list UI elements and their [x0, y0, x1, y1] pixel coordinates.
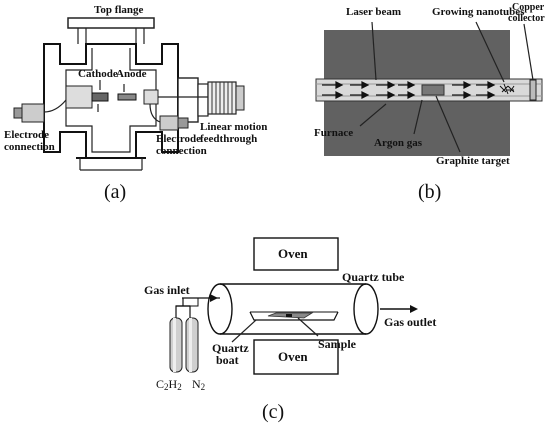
- label-graphite-target: Graphite target: [436, 155, 510, 167]
- caption-a: (a): [104, 181, 126, 203]
- graphite-target: [421, 84, 445, 96]
- panel-a-arc-discharge: Top flange Cathode Anode Linear motion f…: [4, 4, 267, 203]
- label-quartz-boat-2: boat: [216, 353, 239, 367]
- label-oven-bottom: Oven: [278, 349, 308, 364]
- label-linear-motion: Linear motion: [200, 121, 267, 133]
- label-oven-top: Oven: [278, 246, 308, 261]
- label-quartz-boat: Quartz: [212, 341, 249, 355]
- label-argon-gas: Argon gas: [374, 137, 423, 149]
- label-electrode-right: Electrode: [156, 133, 201, 145]
- top-flange: [67, 17, 155, 29]
- label-sample: Sample: [318, 337, 357, 351]
- panel-b-laser-ablation: Laser beam Growing nanotubes Copper coll…: [314, 2, 545, 203]
- label-electrode-left-2: connection: [4, 141, 55, 153]
- label-cathode: Cathode: [78, 68, 118, 80]
- quartz-boat: [249, 311, 339, 321]
- panel-c-cvd: Oven Oven Quartz t: [144, 237, 436, 423]
- label-laser-beam: Laser beam: [346, 6, 401, 18]
- oven-top: [253, 237, 339, 271]
- label-top-flange: Top flange: [94, 4, 144, 16]
- label-quartz-tube: Quartz tube: [342, 270, 405, 284]
- nanotubes-icon: [499, 83, 515, 95]
- caption-b: (b): [418, 181, 441, 203]
- caption-c: (c): [262, 401, 284, 423]
- label-furnace: Furnace: [314, 127, 353, 139]
- anode: [117, 93, 137, 101]
- oven-bottom: [253, 339, 339, 375]
- label-n2: N2: [192, 377, 205, 392]
- label-c2h2: C2H2: [156, 377, 182, 392]
- label-growing-nanotubes: Growing nanotubes: [432, 6, 525, 18]
- label-copper: Copper: [512, 2, 545, 13]
- label-feedthrough: feedthrough: [200, 133, 257, 145]
- label-electrode-right-2: connection: [156, 145, 207, 157]
- quartz-tube-c: [207, 283, 379, 335]
- label-electrode-left: Electrode: [4, 129, 49, 141]
- label-anode: Anode: [116, 68, 147, 80]
- copper-collector: [529, 79, 537, 101]
- label-gas-outlet: Gas outlet: [384, 315, 436, 329]
- label-collector: collector: [508, 13, 545, 24]
- cathode: [91, 92, 109, 102]
- label-gas-inlet: Gas inlet: [144, 283, 190, 297]
